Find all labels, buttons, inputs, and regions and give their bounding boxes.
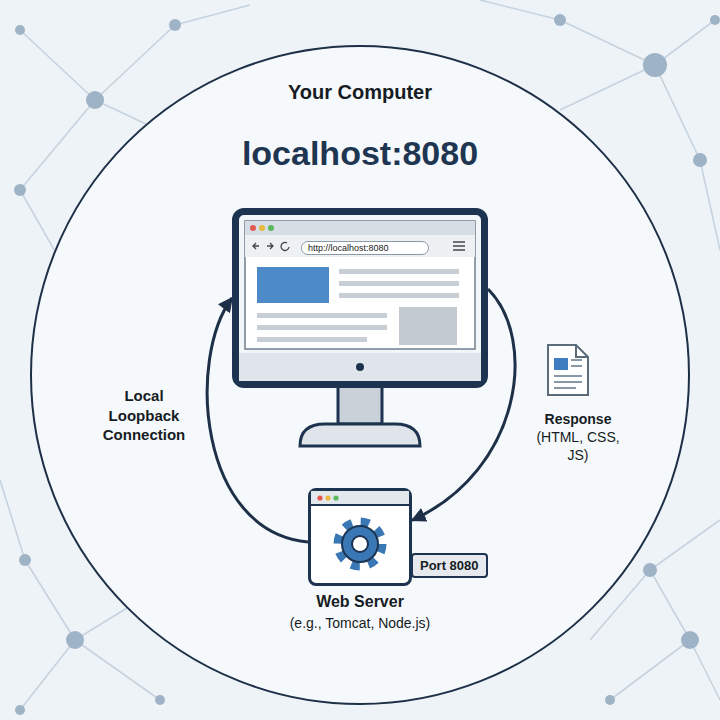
address-bar: http://localhost:8080 <box>301 241 429 255</box>
browser-window <box>239 215 481 381</box>
browser-monitor: http://localhost:8080 <box>232 208 488 388</box>
port-tag: Port 8080 <box>411 553 488 578</box>
edge-label: Response (HTML, CSS, JS) <box>528 410 628 465</box>
edge-label: Local Loopback Connection <box>95 386 193 445</box>
boundary-heading: Your Computer <box>32 81 688 104</box>
server-window <box>311 491 409 583</box>
document-icon <box>548 345 588 395</box>
port-label: Port 8080 <box>420 558 479 573</box>
web-server-box: Web Server(e.g., Tomcat, Node.js) <box>308 488 412 586</box>
server-examples: (e.g., Tomcat, Node.js) <box>290 615 431 631</box>
diagram-title: localhost:8080 <box>0 134 720 173</box>
gear-icon <box>339 523 381 565</box>
computer-boundary: Your Computer http://localhost:8080 Web … <box>30 45 690 705</box>
server-heading: Web Server <box>316 593 404 611</box>
